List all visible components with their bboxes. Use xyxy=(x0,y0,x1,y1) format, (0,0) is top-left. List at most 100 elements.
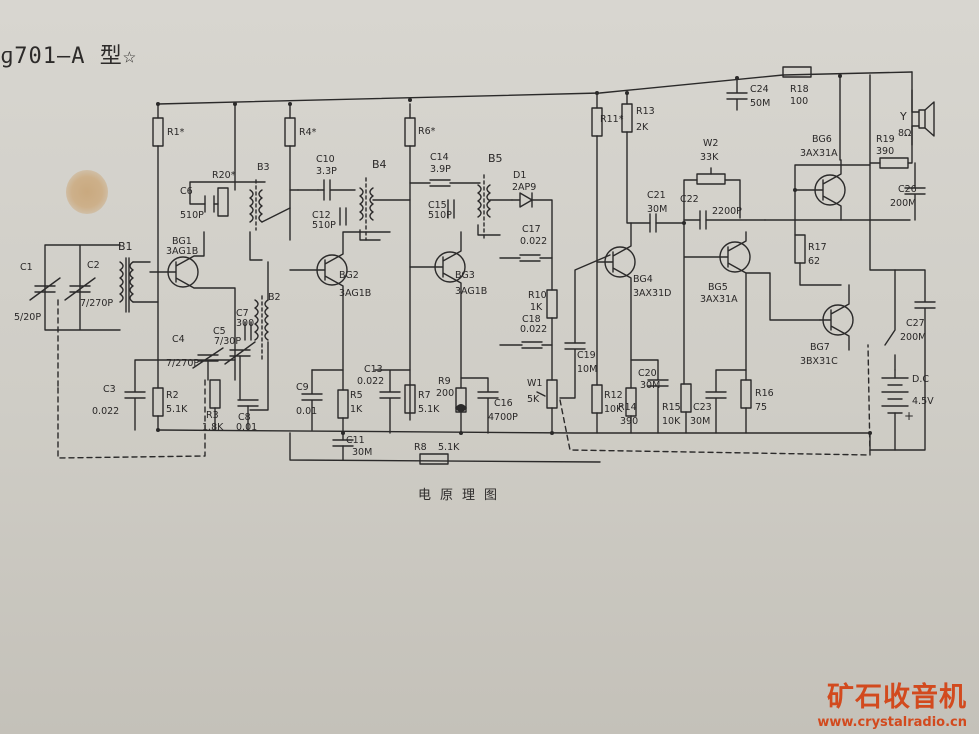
capacitor-C7 xyxy=(244,321,252,341)
value-C4: 7/270P xyxy=(166,358,199,369)
capacitor-C2 xyxy=(64,277,96,301)
value-DC: 4.5V xyxy=(912,396,934,407)
resistor-R10 xyxy=(546,289,558,319)
resistor-R8 xyxy=(419,453,449,465)
value-C8: 0.01 xyxy=(236,422,257,433)
value-C27: 200M xyxy=(900,332,926,343)
value-C21: 30M xyxy=(647,204,667,215)
capacitor-C6 xyxy=(204,195,215,213)
label-B5: B5 xyxy=(488,152,503,165)
label-R1: R1* xyxy=(167,127,185,138)
capacitor-C24 xyxy=(726,77,748,111)
value-C14: 3.9P xyxy=(430,164,451,175)
resistor-R20 xyxy=(217,187,229,217)
value-R14: 390 xyxy=(620,416,638,427)
label-C15: C15 xyxy=(428,200,447,211)
label-C23: C23 xyxy=(693,402,712,413)
label-C9: C9 xyxy=(296,382,309,393)
type-D1: 2AP9 xyxy=(512,182,536,193)
label-C13: C13 xyxy=(364,364,383,375)
type-BG5: 3AX31A xyxy=(700,294,738,305)
value-C2: 7/270P xyxy=(80,298,113,309)
transformer-B4 xyxy=(359,187,364,221)
diagram-caption: 电原理图 xyxy=(418,488,507,503)
value-R17: 62 xyxy=(808,256,820,267)
label-W1: W1 xyxy=(527,378,542,389)
value-C7: 300 xyxy=(236,318,254,329)
capacitor-C15 xyxy=(447,199,455,219)
label-DC: D.C xyxy=(912,374,929,385)
gang-line-left xyxy=(57,379,206,459)
watermark-name: 矿石收音机 xyxy=(827,682,967,713)
label-C27: C27 xyxy=(906,318,925,329)
value-C3: 0.022 xyxy=(92,406,119,417)
paper-stain xyxy=(66,170,108,214)
model-title: ɡ701—A 型☆ xyxy=(0,44,137,69)
label-R3: R3 xyxy=(206,410,219,421)
value-C16: 4700P xyxy=(488,412,518,423)
label-W2: W2 xyxy=(703,138,718,149)
label-BG3: BG3 xyxy=(455,270,475,281)
label-C2: C2 xyxy=(87,260,100,271)
capacitor-C20 xyxy=(630,359,669,434)
value-C13: 0.022 xyxy=(357,376,384,387)
capacitor-C22 xyxy=(699,210,707,230)
label-C14: C14 xyxy=(430,152,449,163)
capacitor-C16 xyxy=(460,377,499,434)
capacitor-C26 xyxy=(904,162,926,221)
capacitor-C12 xyxy=(339,207,347,226)
label-R7: R7 xyxy=(418,390,431,401)
resistor-R5 xyxy=(337,389,349,419)
label-R4: R4* xyxy=(299,127,317,138)
value-R16: 75 xyxy=(755,402,767,413)
potentiometer-W1 xyxy=(546,379,558,409)
potentiometer-W2 xyxy=(696,173,726,185)
resistor-R6 xyxy=(404,117,416,147)
label-R10: R10 xyxy=(528,290,547,301)
label-D1: D1 xyxy=(513,170,526,181)
value-C6: 510P xyxy=(180,210,204,221)
capacitor-C8 xyxy=(237,399,259,407)
label-C1: C1 xyxy=(20,262,33,273)
label-C19: C19 xyxy=(577,350,596,361)
label-R8: R8 xyxy=(414,442,427,453)
type-BG7: 3BX31C xyxy=(800,356,838,367)
label-R17: R17 xyxy=(808,242,827,253)
value-C23: 30M xyxy=(690,416,710,427)
label-C16: C16 xyxy=(494,398,513,409)
watermark-url: www.crystalradio.cn xyxy=(817,715,967,730)
value-R13: 2K xyxy=(636,122,649,133)
power-switch xyxy=(884,269,896,371)
label-R11: R11* xyxy=(600,114,624,125)
resistor-R3 xyxy=(209,379,221,409)
value-R18: 100 xyxy=(790,96,808,107)
label-BG1: BG1 xyxy=(172,236,192,247)
value-C24: 50M xyxy=(750,98,770,109)
label-C26: C26 xyxy=(898,184,917,195)
value-C15: 510P xyxy=(428,210,452,221)
value-R15: 10K xyxy=(662,416,681,427)
transformer-B2 xyxy=(254,299,259,341)
battery-plus-sign: + xyxy=(904,409,914,423)
blob-mark xyxy=(455,404,467,412)
type-BG4: 3AX31D xyxy=(633,288,671,299)
label-C20: C20 xyxy=(638,368,657,379)
label-C24: C24 xyxy=(750,84,769,95)
label-R6: R6* xyxy=(418,126,436,137)
value-C22: 2200P xyxy=(712,206,742,217)
capacitor-C3 xyxy=(124,359,236,431)
value-C11: 30M xyxy=(352,447,372,458)
label-R14: R14 xyxy=(618,402,637,413)
type-BG1: 3AG1B xyxy=(166,246,198,257)
label-C6: C6 xyxy=(180,186,193,197)
capacitor-C1 xyxy=(29,277,61,301)
capacitor-C9 xyxy=(301,369,323,431)
capacitor-C13 xyxy=(374,369,411,434)
label-C10: C10 xyxy=(316,154,335,165)
value-R2: 5.1K xyxy=(166,404,188,415)
label-C3: C3 xyxy=(103,384,116,395)
capacitor-C23 xyxy=(705,369,747,434)
capacitor-C17 xyxy=(519,254,541,262)
label-C17: C17 xyxy=(522,224,541,235)
